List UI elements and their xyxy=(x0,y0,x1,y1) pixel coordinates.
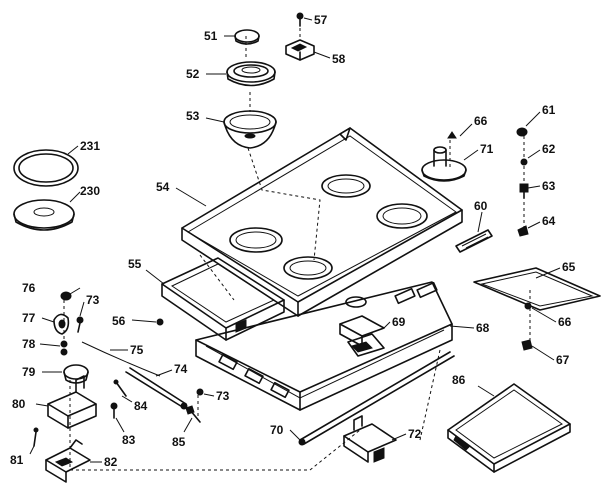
label-51: 51 xyxy=(204,29,218,43)
label-80: 80 xyxy=(12,397,26,411)
label-52: 52 xyxy=(186,67,200,81)
label-66b: 66 xyxy=(558,315,572,329)
label-55: 55 xyxy=(128,257,142,271)
label-66a: 66 xyxy=(474,114,488,128)
screw-81 xyxy=(33,427,39,447)
spring-73 xyxy=(76,316,84,333)
washer-78 xyxy=(60,340,68,356)
label-78: 78 xyxy=(22,337,36,351)
control-housing-55 xyxy=(161,257,285,341)
burner-bowl-53 xyxy=(223,110,277,149)
bracket-82 xyxy=(45,439,91,483)
label-71: 71 xyxy=(480,142,494,156)
label-60: 60 xyxy=(474,199,488,213)
burner-head-52 xyxy=(226,61,276,87)
trim-ring-231 xyxy=(13,149,79,187)
knob-71 xyxy=(421,146,467,182)
label-83: 83 xyxy=(122,433,136,447)
label-61: 61 xyxy=(542,103,556,117)
screw-66a xyxy=(447,131,457,139)
label-69: 69 xyxy=(392,315,406,329)
label-68: 68 xyxy=(476,321,490,335)
hardware-63 xyxy=(519,183,529,199)
label-63: 63 xyxy=(542,179,556,193)
label-74: 74 xyxy=(174,362,188,376)
label-73a: 73 xyxy=(86,293,100,307)
panel-65 xyxy=(473,267,601,311)
rod-70 xyxy=(298,351,455,446)
label-75: 75 xyxy=(130,343,144,357)
label-79: 79 xyxy=(22,365,36,379)
bracket-67 xyxy=(521,339,533,351)
chassis-68 xyxy=(195,281,453,411)
label-56: 56 xyxy=(112,314,126,328)
label-64: 64 xyxy=(542,214,556,228)
label-76: 76 xyxy=(22,281,36,295)
bracket-72 xyxy=(343,415,397,463)
label-230: 230 xyxy=(80,184,100,198)
label-62: 62 xyxy=(542,142,556,156)
screw-56 xyxy=(156,318,164,326)
assembly-guide-lines xyxy=(63,16,531,471)
hardware-64 xyxy=(517,225,529,237)
screw-57 xyxy=(296,12,304,27)
screw-66 xyxy=(524,302,532,310)
label-72: 72 xyxy=(408,427,422,441)
label-231: 231 xyxy=(80,139,100,153)
rod-74 xyxy=(125,367,188,410)
pin-84 xyxy=(113,379,127,397)
label-70: 70 xyxy=(270,423,284,437)
label-84: 84 xyxy=(134,399,148,413)
pin-85 xyxy=(185,405,201,423)
cooktop-54 xyxy=(181,127,463,317)
switch-69 xyxy=(339,315,385,357)
screw-83 xyxy=(110,402,118,419)
label-77: 77 xyxy=(22,311,36,325)
label-67: 67 xyxy=(556,353,570,367)
wire-75 xyxy=(81,341,161,377)
label-85: 85 xyxy=(172,435,186,449)
label-54: 54 xyxy=(156,180,170,194)
drip-bowl-230 xyxy=(13,199,75,231)
control-panel-86 xyxy=(447,383,571,473)
label-65: 65 xyxy=(562,260,576,274)
hardware-62 xyxy=(520,158,528,166)
burner-cap-51 xyxy=(234,29,260,45)
part-labels: 51 57 58 52 53 54 231 230 55 56 61 62 63… xyxy=(10,13,576,469)
bezel-77 xyxy=(53,313,70,335)
label-81: 81 xyxy=(10,453,24,467)
terminal-block-58 xyxy=(285,39,315,61)
clip-76 xyxy=(60,291,72,301)
vent-60 xyxy=(455,229,493,253)
label-53: 53 xyxy=(186,109,200,123)
leader-lines xyxy=(29,17,561,463)
switch-80 xyxy=(47,375,97,429)
label-73b: 73 xyxy=(216,389,230,403)
label-57: 57 xyxy=(314,13,328,27)
label-82: 82 xyxy=(104,455,118,469)
label-58: 58 xyxy=(332,52,346,66)
hardware-61 xyxy=(516,127,528,137)
label-86: 86 xyxy=(452,373,466,387)
screw-73b xyxy=(196,388,204,396)
